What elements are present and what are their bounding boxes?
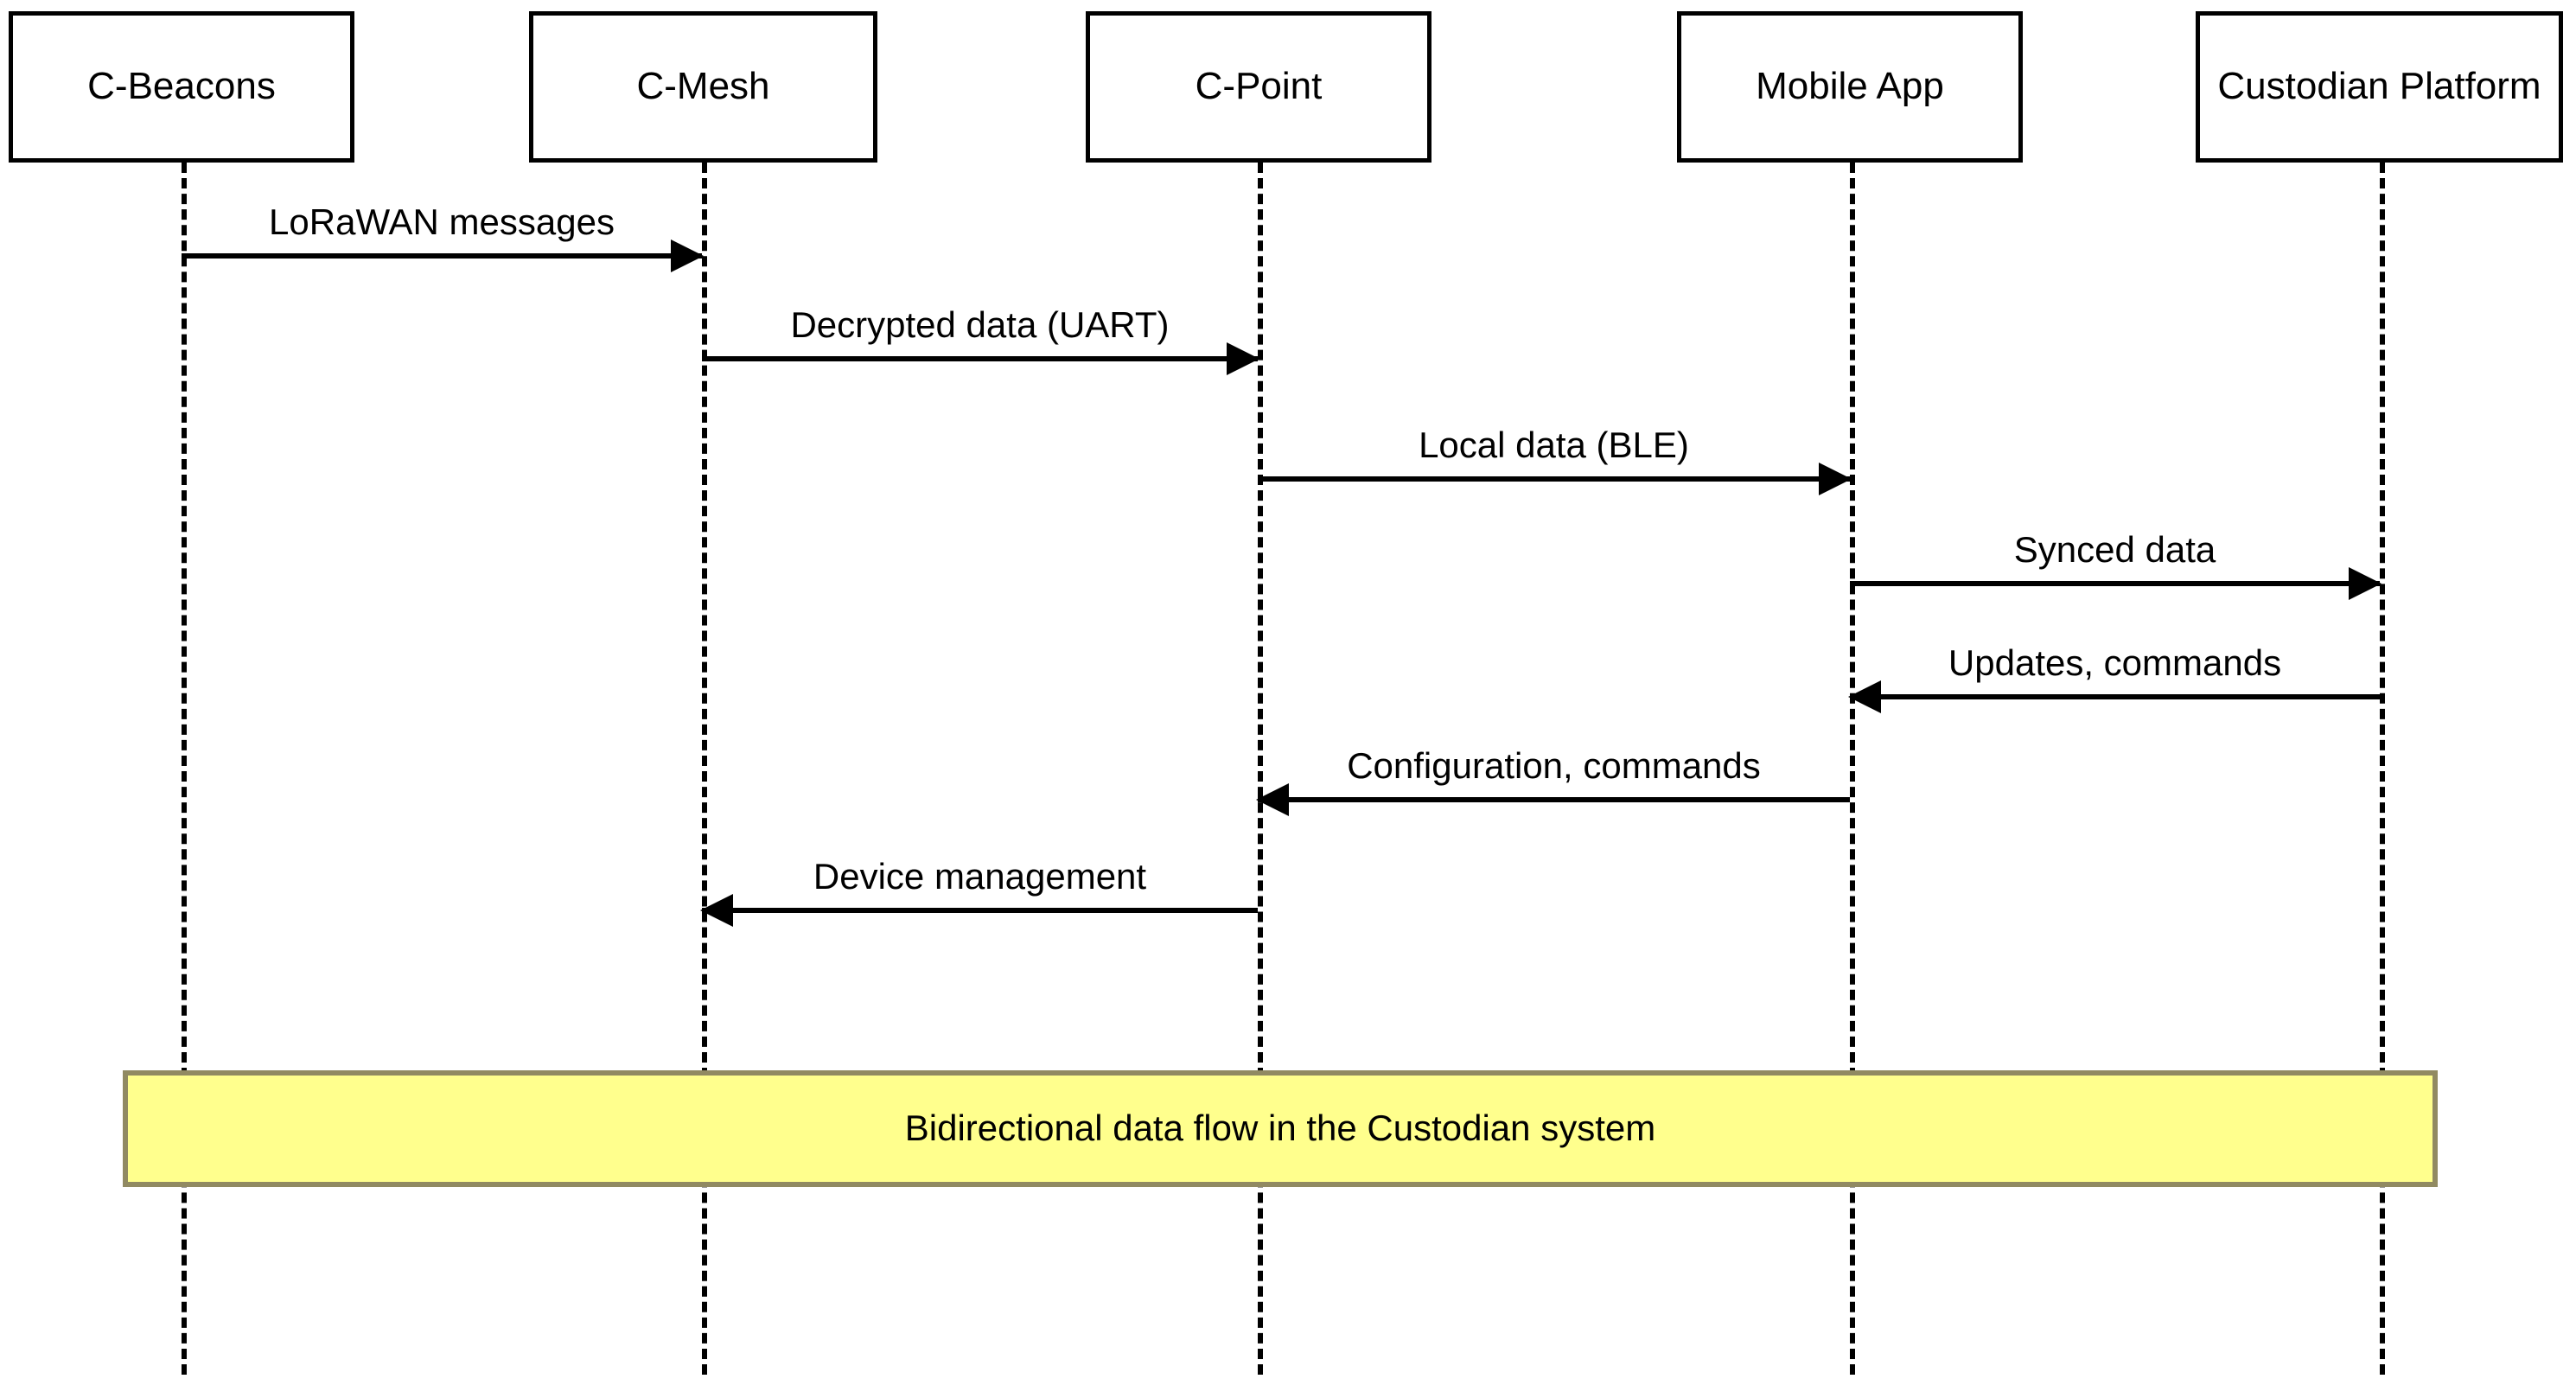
arrowhead-right-icon (2349, 567, 2382, 600)
summary-note-text: Bidirectional data flow in the Custodian… (904, 1108, 1656, 1149)
participant-label-custodian-platform: Custodian Platform (2217, 65, 2541, 108)
message-line (1258, 476, 1850, 482)
lifeline-c-point (1258, 163, 1263, 1375)
participant-label-mobile-app: Mobile App (1756, 65, 1944, 108)
participant-label-c-mesh: C-Mesh (636, 65, 770, 108)
arrowhead-right-icon (1227, 342, 1259, 375)
message-label-updates-commands: Updates, commands (1948, 642, 2282, 683)
lifeline-mobile-app (1850, 163, 1855, 1375)
participant-box-c-mesh[interactable]: C-Mesh (529, 11, 877, 163)
participant-label-c-point: C-Point (1195, 65, 1323, 108)
lifeline-c-beacons (182, 163, 187, 1375)
message-label-device-management: Device management (813, 855, 1147, 897)
arrowhead-right-icon (671, 239, 704, 272)
arrowhead-left-icon (1848, 680, 1881, 713)
message-label-decrypted-data-uart: Decrypted data (UART) (790, 303, 1170, 345)
participant-box-c-point[interactable]: C-Point (1086, 11, 1431, 163)
lifeline-c-mesh (702, 163, 707, 1375)
participant-box-c-beacons[interactable]: C-Beacons (9, 11, 354, 163)
message-label-configuration-commands: Configuration, commands (1347, 744, 1761, 786)
message-line (182, 253, 702, 259)
arrowhead-right-icon (1819, 463, 1852, 495)
message-line (1850, 694, 2380, 699)
arrowhead-left-icon (1256, 783, 1289, 816)
message-line (1850, 581, 2380, 586)
participant-box-mobile-app[interactable]: Mobile App (1677, 11, 2023, 163)
participant-box-custodian-platform[interactable]: Custodian Platform (2196, 11, 2563, 163)
message-line (1258, 797, 1850, 802)
message-label-lorawan-messages: LoRaWAN messages (269, 201, 615, 242)
message-label-local-data-ble: Local data (BLE) (1419, 424, 1689, 465)
participant-label-c-beacons: C-Beacons (87, 65, 276, 108)
lifeline-custodian-platform (2380, 163, 2385, 1375)
message-label-synced-data: Synced data (2013, 528, 2216, 570)
message-line (702, 356, 1258, 361)
summary-note-bar: Bidirectional data flow in the Custodian… (123, 1070, 2438, 1187)
message-line (702, 908, 1258, 913)
arrowhead-left-icon (700, 894, 733, 927)
